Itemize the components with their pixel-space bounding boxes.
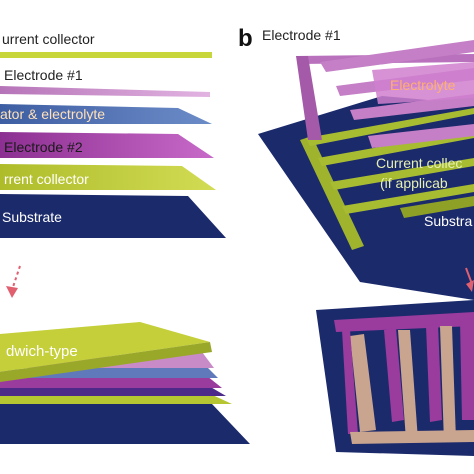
electrode-1-label: Electrode #1 (4, 67, 83, 83)
current-collector-top-label: urrent collector (2, 31, 95, 47)
assembled-sandwich-stack: dwich-type (0, 322, 250, 444)
assembly-arrow-a (6, 265, 21, 298)
substrate-layer (0, 194, 226, 238)
separator-electrolyte-layer (0, 104, 212, 124)
panel-b-electrolyte-label: Electrolyte (390, 77, 456, 93)
panel-b-electrode-1-label: Electrode #1 (262, 27, 341, 43)
assembly-arrow-b (465, 267, 474, 292)
assembled-label: dwich-type (6, 343, 78, 360)
electrode-1-layer (0, 86, 210, 97)
current-collector-bottom-label: rrent collector (4, 171, 89, 187)
panel-b: b Electrode #1 Electrolyte Current colle… (238, 25, 474, 456)
electrode-2-label: Electrode #2 (4, 139, 83, 155)
substrate-label: Substrate (2, 209, 62, 225)
panel-a: urrent collector Electrode #1 ator & ele… (0, 31, 250, 444)
electrode-2-layer (0, 132, 214, 158)
current-collector-top-layer (0, 52, 212, 58)
assembled-interdigitated-device (316, 300, 474, 456)
separator-electrolyte-label: ator & electrolyte (0, 106, 105, 122)
panel-b-electrolyte (372, 62, 474, 104)
panel-b-current-collector-label-1: Current collec (376, 155, 462, 171)
panel-b-letter: b (238, 25, 253, 52)
panel-b-substrate (258, 96, 474, 300)
current-collector-bottom-layer (0, 164, 216, 190)
panel-b-substrate-label: Substra (424, 213, 472, 229)
panel-b-current-collector-label-2: (if applicab (380, 175, 448, 191)
sandwich-top-collector (0, 322, 210, 372)
